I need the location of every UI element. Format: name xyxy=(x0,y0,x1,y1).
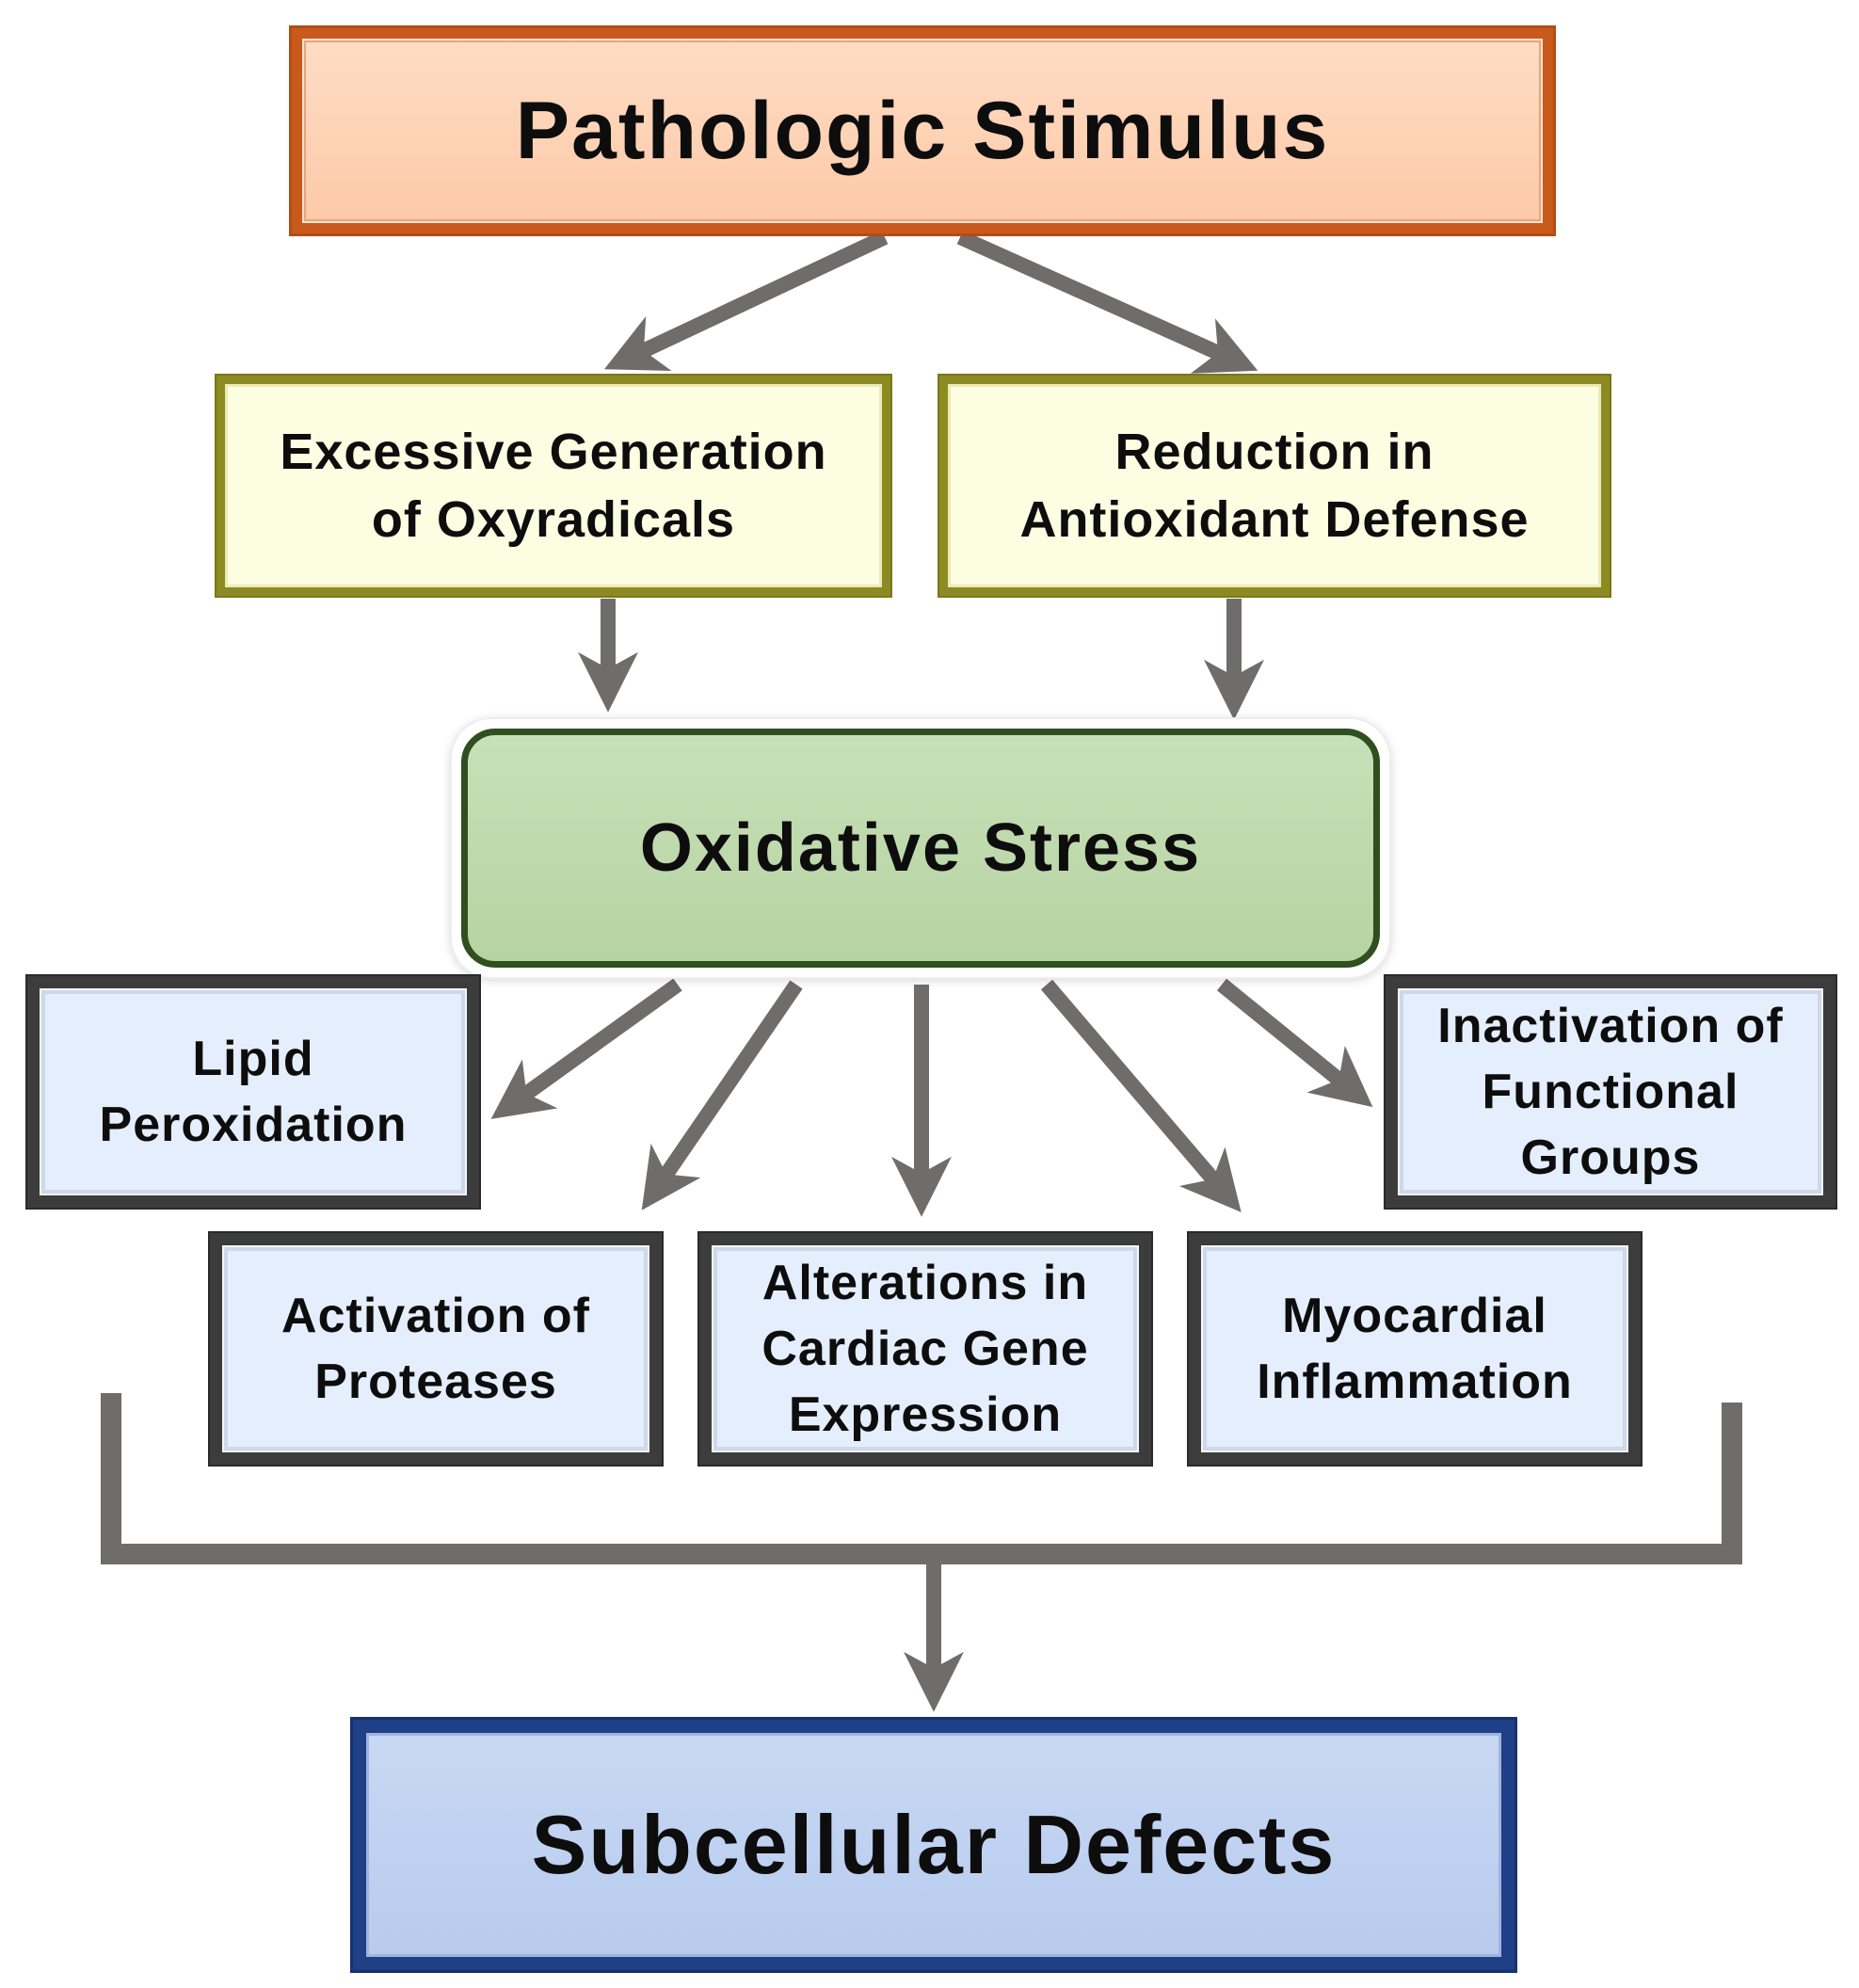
antioxidant-defense-label: Reduction in Antioxidant Defense xyxy=(1019,424,1530,548)
pathologic-stimulus-fill xyxy=(302,39,1543,223)
activation-proteases-label: Activation of Proteases xyxy=(281,1289,590,1409)
myocardial-inflammation-label: Myocardial Inflammation xyxy=(1257,1289,1573,1409)
cardiac-gene-expression-label: Alterations in Cardiac Gene Expression xyxy=(761,1256,1089,1442)
pathologic-stimulus-label: Pathologic Stimulus xyxy=(515,85,1330,176)
arrow-stress-to-proteases xyxy=(641,980,803,1210)
effects-bracket xyxy=(101,1393,1742,1564)
antioxidant-defense-box: Reduction in Antioxidant Defense xyxy=(938,374,1611,598)
arrow-stimulus-to-oxyradicals xyxy=(603,230,889,371)
lipid-peroxidation-fill xyxy=(40,988,467,1195)
arrow-stress-to-inactivation xyxy=(1216,978,1373,1108)
activation-proteases-fill xyxy=(222,1245,649,1452)
myocardial-inflammation-box: Myocardial Inflammation xyxy=(1187,1231,1643,1467)
cardiac-gene-expression-fill xyxy=(712,1245,1139,1452)
myocardial-inflammation-fill xyxy=(1201,1245,1628,1452)
lipid-peroxidation-box: Lipid Peroxidation xyxy=(25,974,481,1210)
subcellular-defects-fill xyxy=(366,1733,1501,1957)
activation-proteases-box: Activation of Proteases xyxy=(208,1231,664,1467)
antioxidant-defense-fill xyxy=(948,384,1601,587)
subcellular-defects-box: Subcellular Defects xyxy=(350,1717,1517,1973)
oxidative-stress-label: Oxidative Stress xyxy=(639,810,1202,886)
inactivation-functional-groups-label: Inactivation of Functional Groups xyxy=(1437,999,1784,1185)
subcellular-defects-label: Subcellular Defects xyxy=(531,1798,1337,1891)
arrow-stress-to-lipid xyxy=(490,978,682,1119)
oxidative-stress-fill xyxy=(461,729,1380,968)
pathologic-stimulus-box: Pathologic Stimulus xyxy=(289,25,1556,236)
oxidative-stress-box: Oxidative Stress xyxy=(450,717,1391,979)
oxyradicals-label: Excessive Generation of Oxyradicals xyxy=(280,424,827,548)
lipid-peroxidation-label: Lipid Peroxidation xyxy=(99,1032,408,1152)
inactivation-functional-groups-box: Inactivation of Functional Groups xyxy=(1384,974,1837,1210)
cardiac-gene-expression-box: Alterations in Cardiac Gene Expression xyxy=(697,1231,1153,1467)
arrow-stimulus-to-antioxidant xyxy=(956,230,1258,374)
oxyradicals-box: Excessive Generation of Oxyradicals xyxy=(215,374,892,598)
oxyradicals-fill xyxy=(225,384,882,587)
arrow-stress-to-inflammation xyxy=(1040,979,1242,1212)
inactivation-functional-groups-fill xyxy=(1398,988,1823,1195)
